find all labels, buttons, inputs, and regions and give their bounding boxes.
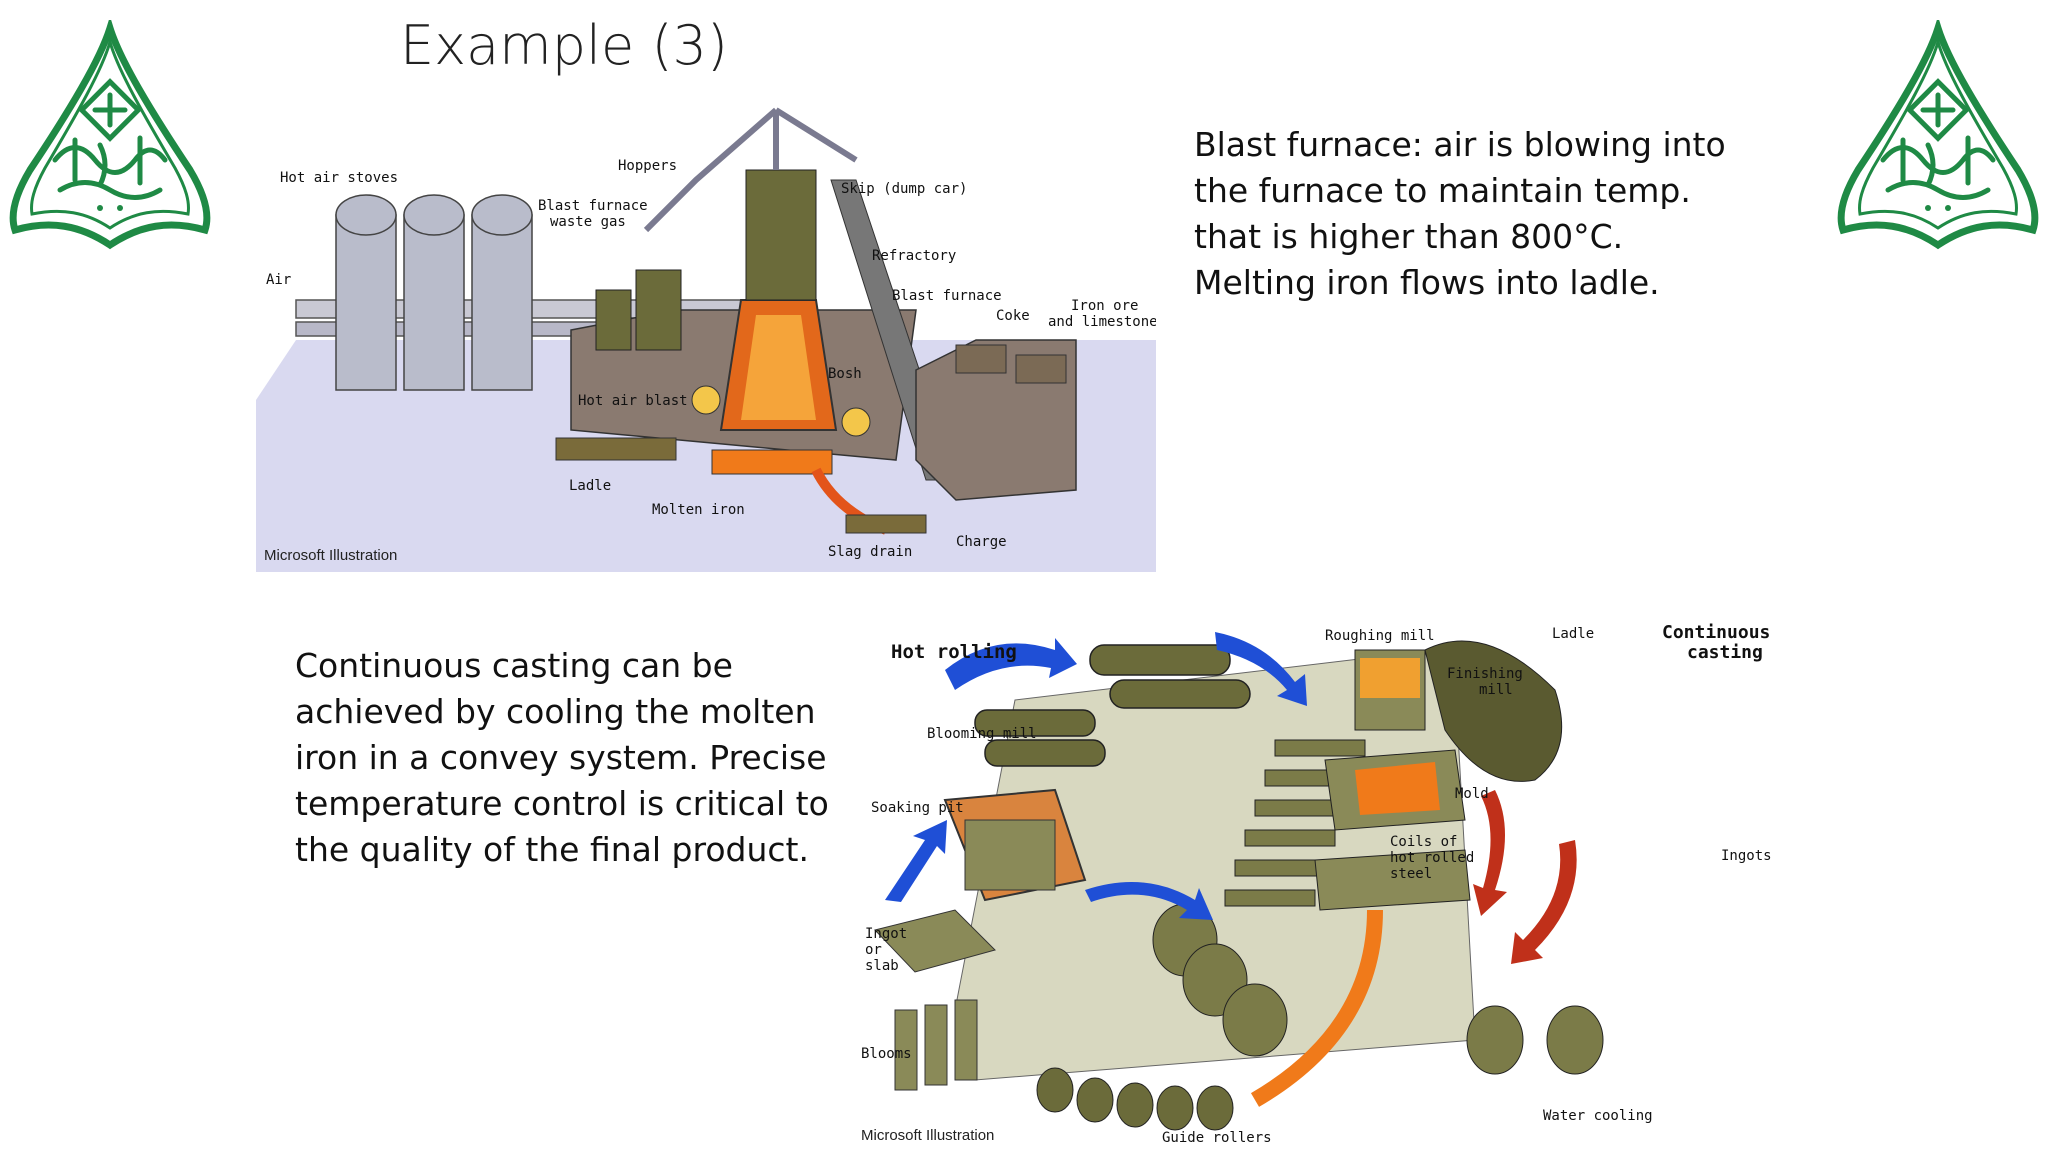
label-hot-air-blast: Hot air blast	[578, 393, 688, 409]
label-coke: Coke	[996, 308, 1030, 324]
figure-credit: Microsoft Illustration	[861, 1127, 994, 1144]
university-logo-right	[1828, 16, 2048, 250]
label-hot-air-stoves: Hot air stoves	[280, 170, 398, 186]
label-charge: Charge	[956, 534, 1007, 550]
blast-furnace-illustration: Hot air stoves Hoppers Skip (dump car) B…	[256, 100, 1156, 572]
label-coils-1: Coils of	[1390, 834, 1457, 850]
label-bosh: Bosh	[828, 366, 862, 382]
label-hoppers: Hoppers	[618, 158, 677, 174]
label-water-cooling: Water cooling	[1543, 1108, 1653, 1124]
label-molten-iron: Molten iron	[652, 502, 745, 518]
label-continuous-2: casting	[1687, 642, 1763, 663]
label-air: Air	[266, 272, 291, 288]
blast-furnace-description: Blast furnace: air is blowing into the f…	[1194, 125, 1726, 302]
slide-title: Example (3)	[400, 14, 728, 77]
label-iron-ore-2: and limestone	[1048, 314, 1156, 330]
label-waste-gas-1: Blast furnace	[538, 198, 648, 214]
label-slag-drain: Slag drain	[828, 544, 912, 560]
label-ingot-2: or	[865, 942, 882, 958]
continuous-casting-illustration: Hot rolling Roughing mill Ladle Continuo…	[855, 610, 1785, 1150]
label-ladle: Ladle	[569, 478, 611, 494]
label-waste-gas-2: waste gas	[550, 214, 626, 230]
label-coils-3: steel	[1390, 866, 1432, 882]
label-finishing-2: mill	[1479, 682, 1513, 698]
figure-credit: Microsoft Illustration	[264, 547, 397, 564]
university-logo-left	[0, 16, 220, 250]
label-hot-rolling: Hot rolling	[891, 641, 1017, 663]
label-finishing-1: Finishing	[1447, 666, 1523, 682]
label-ingot-3: slab	[865, 958, 899, 974]
label-ingots: Ingots	[1721, 848, 1772, 864]
label-blooming-mill: Blooming mill	[927, 726, 1037, 742]
label-iron-ore-1: Iron ore	[1071, 298, 1138, 314]
label-roughing-mill: Roughing mill	[1325, 628, 1435, 644]
label-guide-rollers: Guide rollers	[1162, 1130, 1272, 1146]
label-blooms: Blooms	[861, 1046, 912, 1062]
label-skip: Skip (dump car)	[841, 181, 967, 197]
label-ladle-casting: Ladle	[1552, 626, 1594, 642]
label-continuous-1: Continuous	[1662, 622, 1770, 643]
label-ingot-1: Ingot	[865, 926, 907, 942]
label-blast-furnace: Blast furnace	[892, 288, 1002, 304]
emblem-icon	[1837, 16, 2039, 250]
label-soaking-pit: Soaking pit	[871, 800, 964, 816]
label-refractory: Refractory	[872, 248, 956, 264]
label-mold: Mold	[1455, 786, 1489, 802]
continuous-casting-description: Continuous casting can be achieved by co…	[295, 646, 829, 869]
label-coils-2: hot rolled	[1390, 850, 1474, 866]
emblem-icon	[9, 16, 211, 250]
